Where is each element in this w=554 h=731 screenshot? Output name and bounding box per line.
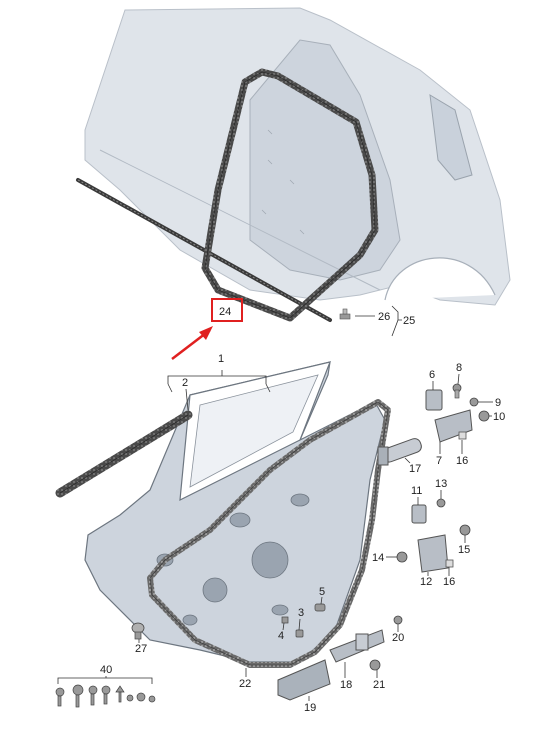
- callout-13: 13: [435, 478, 447, 490]
- callout-9: 9: [495, 397, 501, 409]
- hinge-part-7: [434, 409, 473, 443]
- nut-part-9: [469, 397, 479, 407]
- bolt-part-15: [459, 524, 471, 536]
- highlight-arrowhead: [199, 326, 213, 340]
- bolt-part-10: [478, 410, 490, 422]
- check-strap-part-17: [377, 438, 422, 466]
- callout-16-lower: 16: [443, 576, 455, 588]
- callout-40: 40: [100, 664, 112, 676]
- callout-7: 7: [436, 455, 442, 467]
- bolt-part-14: [396, 551, 408, 563]
- hinge-part-6: [425, 389, 443, 411]
- screw-set-part-40: [55, 684, 156, 708]
- hinge-part-11: [411, 504, 427, 524]
- callout-24: 24: [219, 306, 231, 318]
- callout-2: 2: [182, 377, 188, 389]
- callout-4: 4: [278, 630, 284, 642]
- callout-6: 6: [429, 369, 435, 381]
- callout-16-upper: 16: [456, 455, 468, 467]
- rear-window: [429, 94, 473, 181]
- bracket-part-18: [329, 629, 385, 663]
- clip-part-27: [131, 622, 145, 640]
- vehicle-body-illustration: [76, 7, 511, 322]
- callout-18: 18: [340, 679, 352, 691]
- callout-22: 22: [239, 678, 251, 690]
- hinge-part-12: [417, 534, 449, 573]
- door-opening-panel: [249, 39, 401, 281]
- callout-labels: 1 2 6 8 9 10 7 16 17 11 13 15: [57, 353, 505, 714]
- callout-1: 1: [218, 353, 224, 365]
- highlight-box: [211, 298, 243, 322]
- bolt-part-13: [436, 498, 446, 508]
- callout-21: 21: [373, 679, 385, 691]
- grommet-part-19: [277, 659, 331, 701]
- cap-part-16-lower: [445, 559, 454, 568]
- callout-11: 11: [411, 485, 422, 497]
- callout-17: 17: [409, 463, 421, 475]
- callout-10: 10: [493, 411, 505, 423]
- callout-19: 19: [304, 702, 316, 714]
- cap-part-16-upper: [458, 431, 467, 440]
- callout-15: 15: [458, 544, 470, 556]
- upper-hinge-group: [425, 383, 490, 443]
- callout-14: 14: [372, 552, 384, 564]
- inner-panel-cutouts: [156, 493, 310, 626]
- callout-25: 25: [403, 315, 415, 327]
- callout-3: 3: [298, 607, 304, 619]
- callout-20: 20: [392, 632, 404, 644]
- callout-27: 27: [135, 643, 147, 655]
- callout-26: 26: [378, 311, 390, 323]
- bolt-part-20: [393, 615, 403, 625]
- fasteners-3-4-5: [281, 603, 326, 638]
- lower-hinge-group: [396, 498, 471, 573]
- door-assembly: [55, 361, 391, 668]
- callout-5: 5: [319, 586, 325, 598]
- bolt-part-21: [369, 659, 381, 671]
- highlight-callout-24: 24: [171, 298, 243, 360]
- sill-line: [99, 149, 381, 291]
- rear-wheel-arch: [384, 257, 496, 301]
- clip-part-26: [339, 308, 351, 320]
- callout-12: 12: [420, 576, 432, 588]
- callout-8: 8: [456, 362, 462, 374]
